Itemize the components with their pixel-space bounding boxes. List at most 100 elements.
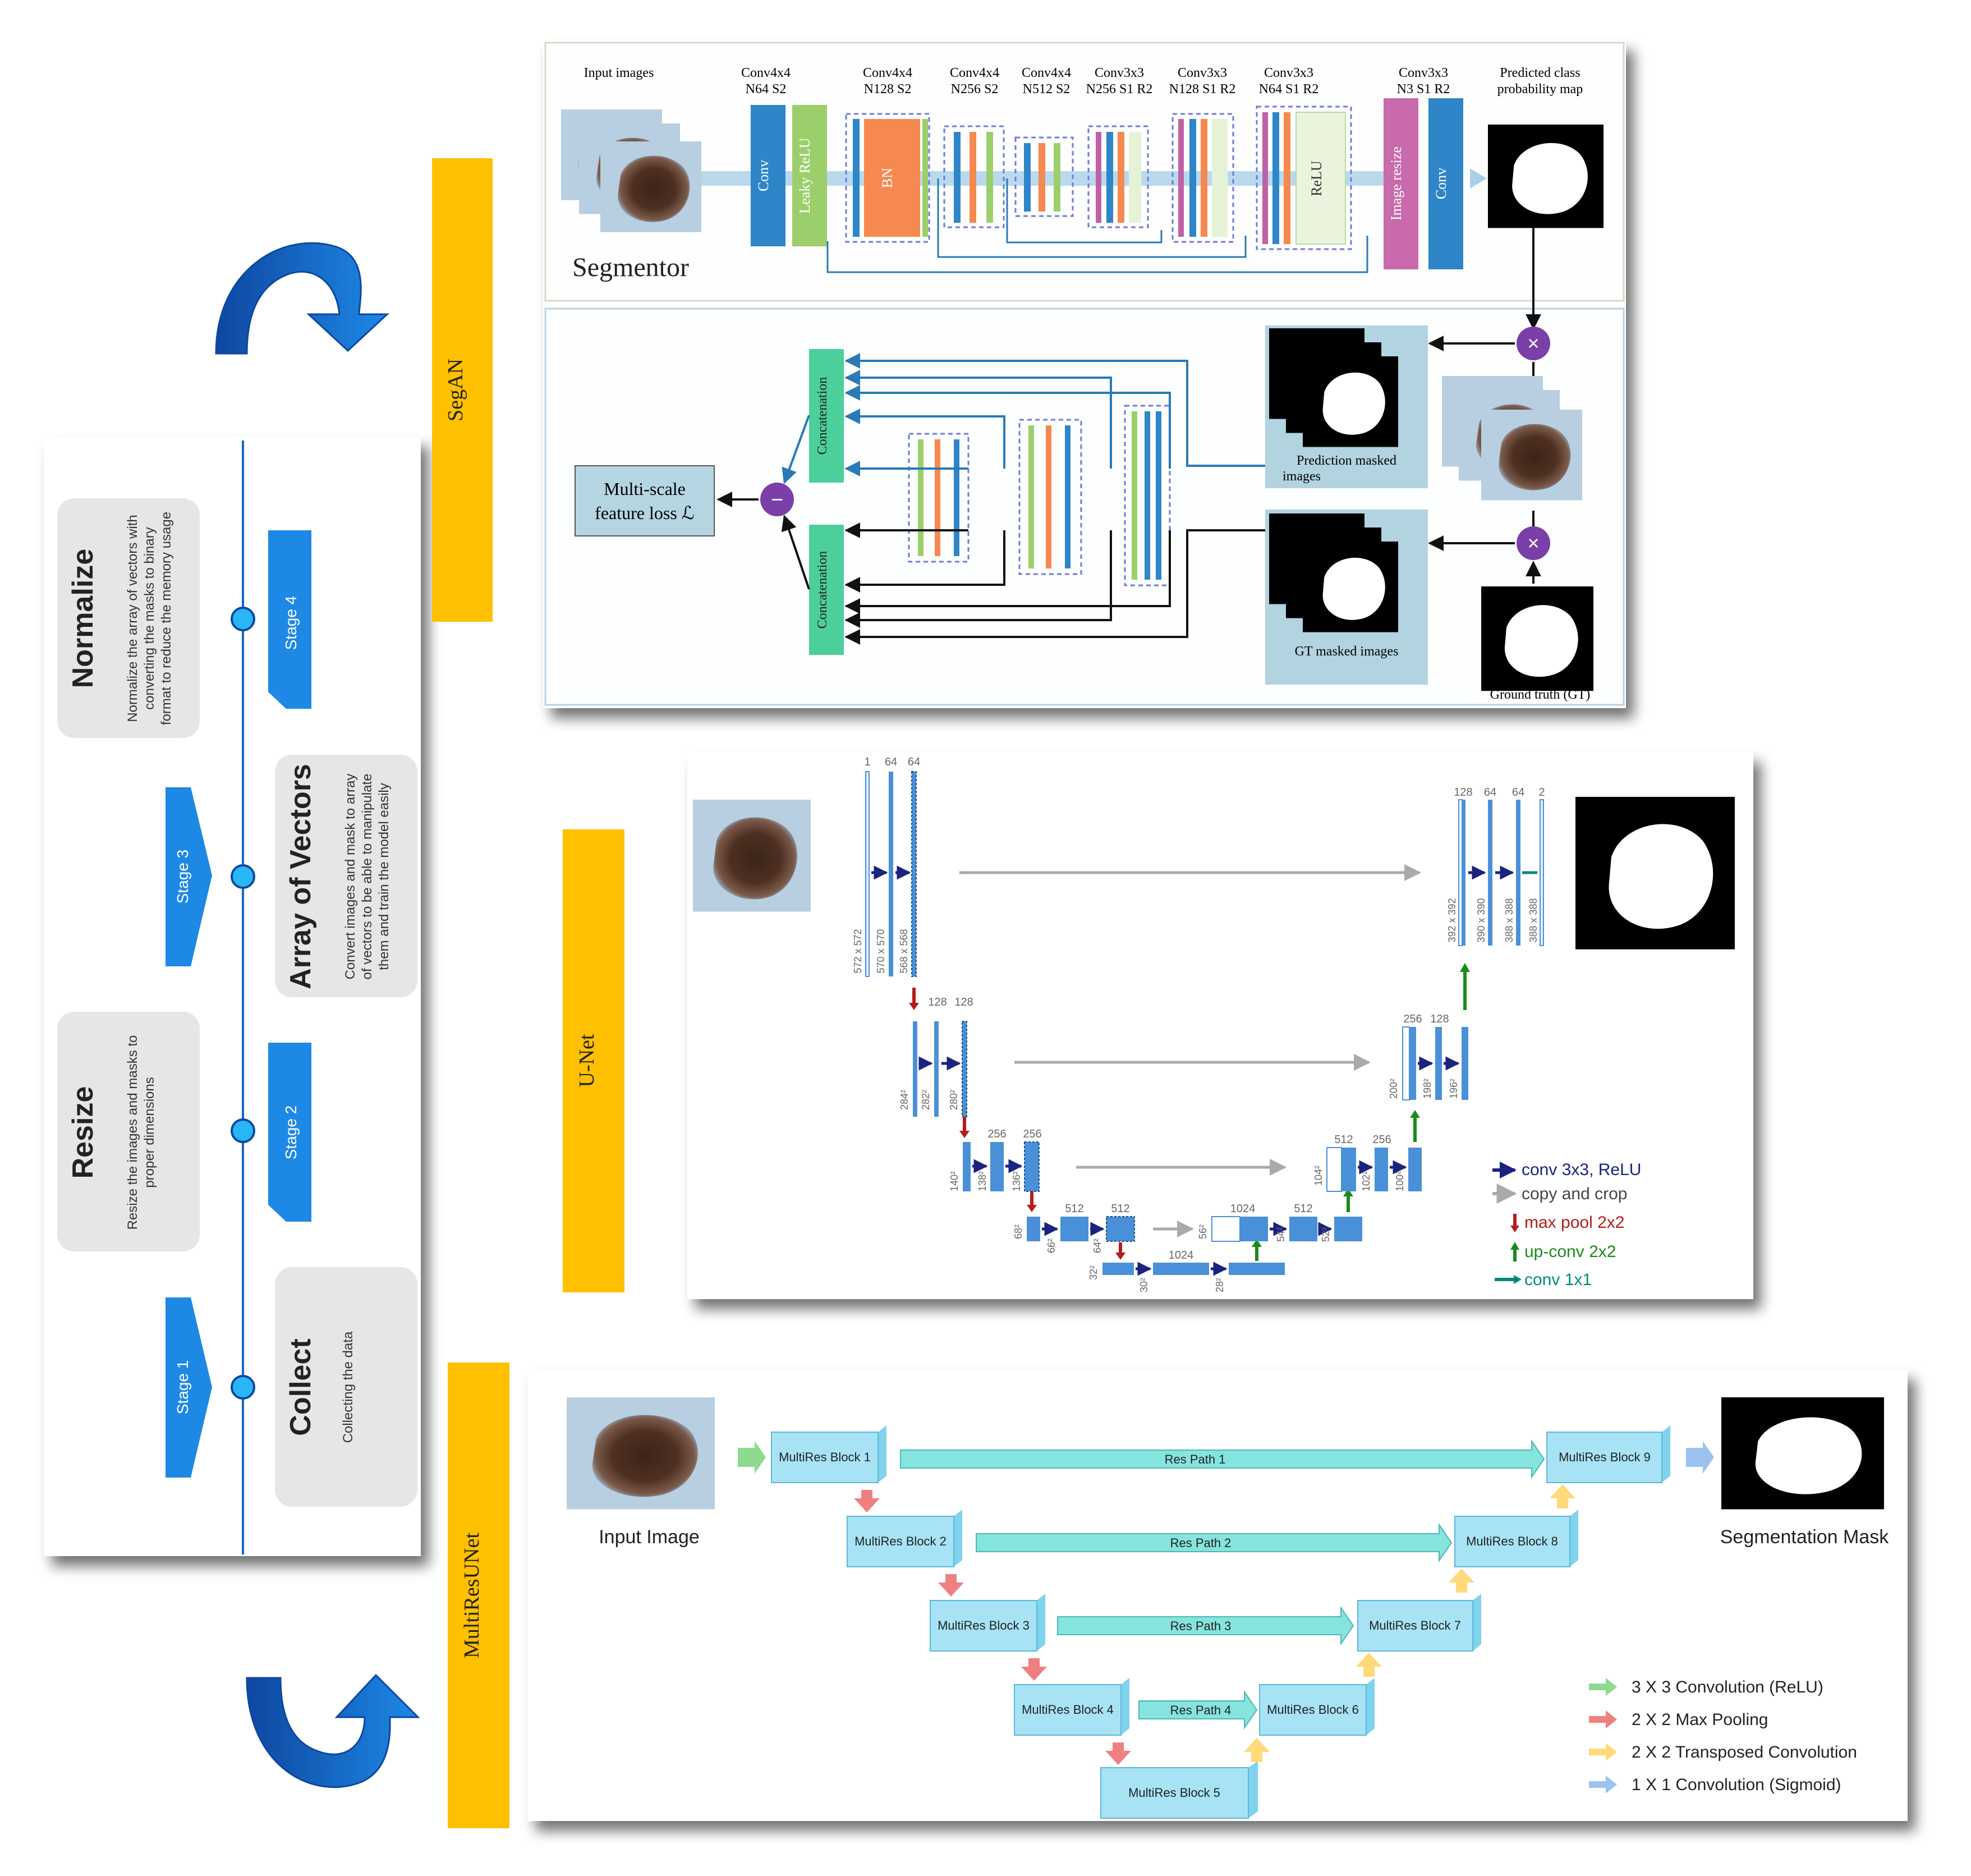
svg-text:388 x 388: 388 x 388 [1504, 898, 1515, 942]
segan-gt-label: Ground truth (GT) [1490, 687, 1591, 702]
multires-legend-pool: 2 X 2 Max Pooling [1632, 1710, 1768, 1729]
svg-text:Concatenation: Concatenation [815, 377, 830, 455]
svg-text:MultiRes Block 8: MultiRes Block 8 [1466, 1534, 1558, 1548]
multires-legend-transposed: 2 X 2 Transposed Convolution [1632, 1743, 1857, 1762]
segan-multiply-top [1517, 327, 1550, 360]
multires-output-label: Segmentation Mask [1720, 1526, 1889, 1548]
multiresunet-panel-bg [527, 1369, 1908, 1821]
unet-label-bar: U-Net [563, 829, 624, 1292]
multires-block-3: MultiRes Block 3 [930, 1594, 1045, 1652]
segan-layer-2-params: N128 S2 [864, 82, 912, 97]
svg-text:32²: 32² [1088, 1265, 1099, 1280]
svg-text:284²: 284² [899, 1090, 910, 1110]
svg-text:MultiRes Block 2: MultiRes Block 2 [854, 1534, 947, 1548]
svg-text:28²: 28² [1214, 1278, 1225, 1292]
segan-pred-masked-label-1: Prediction masked [1297, 453, 1396, 468]
multires-res-path-1: Res Path 1 [900, 1439, 1545, 1479]
segan-layer-3-params: N256 S2 [951, 82, 999, 97]
svg-text:MultiRes Block 6: MultiRes Block 6 [1267, 1703, 1359, 1717]
svg-text:568 x 568: 568 x 568 [898, 929, 909, 973]
svg-text:64²: 64² [1092, 1239, 1103, 1253]
segan-predicted-map [1488, 125, 1604, 228]
multires-input-label: Input Image [599, 1526, 700, 1548]
svg-text:2: 2 [1538, 786, 1545, 799]
multiresunet-panel: Input Image Segmentation Mask MultiRes B… [527, 1369, 1908, 1821]
svg-text:282²: 282² [920, 1090, 931, 1110]
unet-legend-conv1x1: conv 1x1 [1524, 1270, 1592, 1289]
svg-text:256: 256 [987, 1128, 1006, 1140]
segan-layer-8-name: Conv3x3 [1399, 66, 1448, 80]
segan-loss-box [575, 465, 715, 536]
unet-output-mask [1575, 797, 1735, 950]
multires-pool-2 [938, 1574, 964, 1597]
segan-layer-6-name: Conv3x3 [1178, 66, 1227, 80]
multires-block-8: MultiRes Block 8 [1454, 1510, 1578, 1567]
segan-layer-7-params: N64 S1 R2 [1259, 82, 1319, 97]
multires-res-path-4: Res Path 4 [1138, 1690, 1258, 1730]
svg-text:MultiRes Block 9: MultiRes Block 9 [1559, 1450, 1651, 1464]
stage-3-tag: Stage 3 [174, 850, 191, 904]
segan-layer-3-name: Conv4x4 [950, 66, 999, 80]
stage-1-desc-line-1: Collecting the data [341, 1331, 356, 1443]
stage-4-tag: Stage 4 [282, 596, 300, 650]
svg-text:256: 256 [1372, 1134, 1391, 1146]
unet-legend-conv: conv 3x3, ReLU [1522, 1161, 1641, 1179]
svg-text:128: 128 [1430, 1013, 1449, 1025]
segan-leaky-relu-block [792, 105, 827, 246]
segan-image-resize-block [1384, 98, 1418, 269]
svg-text:−: − [771, 488, 783, 512]
svg-text:68²: 68² [1013, 1224, 1024, 1239]
stage-2-desc-line-1: Resize the images and masks to [125, 1035, 140, 1230]
multires-upconv-4 [1244, 1738, 1270, 1762]
segan-skip-2 [937, 178, 1247, 258]
svg-text:390 x 390: 390 x 390 [1476, 898, 1487, 942]
svg-text:104²: 104² [1313, 1166, 1324, 1186]
svg-text:MultiRes Block 1: MultiRes Block 1 [779, 1450, 871, 1464]
segan-output-label-line-2: probability map [1497, 82, 1583, 97]
svg-text:140²: 140² [949, 1171, 960, 1191]
multires-upconv-1 [1550, 1484, 1575, 1508]
segan-bn-block [864, 119, 920, 237]
svg-text:MultiRes Block 3: MultiRes Block 3 [938, 1618, 1030, 1632]
stage-1-card: Collect Collecting the data [275, 1267, 417, 1507]
multires-output-mask [1721, 1397, 1884, 1510]
stage-1-tag: Stage 1 [174, 1360, 191, 1415]
timeline-dot-stage-3 [231, 864, 255, 889]
segan-critic-block-3 [1124, 405, 1171, 586]
svg-text:1024: 1024 [1169, 1249, 1194, 1262]
segan-ground-truth-mask [1481, 586, 1593, 691]
segan-panel: Input images Conv4x4 N64 S2 Conv4x4 N128… [543, 40, 1626, 708]
pipeline-card: Stage 4 Stage 2 Stage 3 Stage 1 Normaliz… [44, 437, 421, 1556]
segan-critic-block-2 [1018, 419, 1082, 575]
stage-3-desc-line-3: them and train the model easily [376, 783, 392, 970]
svg-text:128: 128 [928, 996, 947, 1008]
stage-4-desc-line-1: Normalize the array of vectors with [125, 515, 140, 722]
stage-4-card: Normalize Normalize the array of vectors… [57, 498, 200, 738]
segan-layer-8-params: N3 S1 R2 [1397, 82, 1450, 97]
svg-text:66²: 66² [1046, 1239, 1057, 1253]
timeline-dot-stage-1 [231, 1375, 255, 1400]
unet-level-3-decoder: 512 256 104² 102² 100² [1313, 1134, 1422, 1192]
segan-layer-2-name: Conv4x4 [863, 66, 912, 80]
multires-block-5: MultiRes Block 5 [1100, 1761, 1258, 1819]
svg-text:30²: 30² [1138, 1278, 1150, 1292]
stage-1-flag: Stage 1 [166, 1297, 212, 1478]
unet-level-1-encoder: 1 64 64 572 x 572 570 x 570 568 x 568 [852, 756, 920, 977]
svg-text:ReLU: ReLU [1308, 160, 1325, 196]
timeline-dot-stage-4 [231, 607, 255, 631]
segan-label: SegAN [444, 359, 467, 421]
segan-block-2 [943, 125, 1005, 228]
unet-bar-bg [563, 829, 624, 1292]
unet-legend: conv 3x3, ReLU copy and crop max pool 2x… [1492, 1161, 1641, 1289]
multiresunet-bar-bg [448, 1363, 509, 1828]
unet-level-1-decoder: 128 64 64 2 392 x 392 390 x 390 388 x 38… [1446, 786, 1545, 946]
segan-bar-bg [432, 158, 493, 622]
unet-input-image [693, 800, 811, 912]
stage-3-desc-line-2: of vectors to be able to manipulate [360, 774, 375, 980]
svg-text:198²: 198² [1422, 1079, 1433, 1099]
stage-3-card-bg [275, 755, 417, 997]
svg-text:Image resize: Image resize [1388, 146, 1404, 221]
segan-layer-7-name: Conv3x3 [1264, 66, 1313, 80]
multiresunet-label: MultiResUNet [460, 1533, 484, 1658]
svg-text:54²: 54² [1275, 1227, 1287, 1242]
